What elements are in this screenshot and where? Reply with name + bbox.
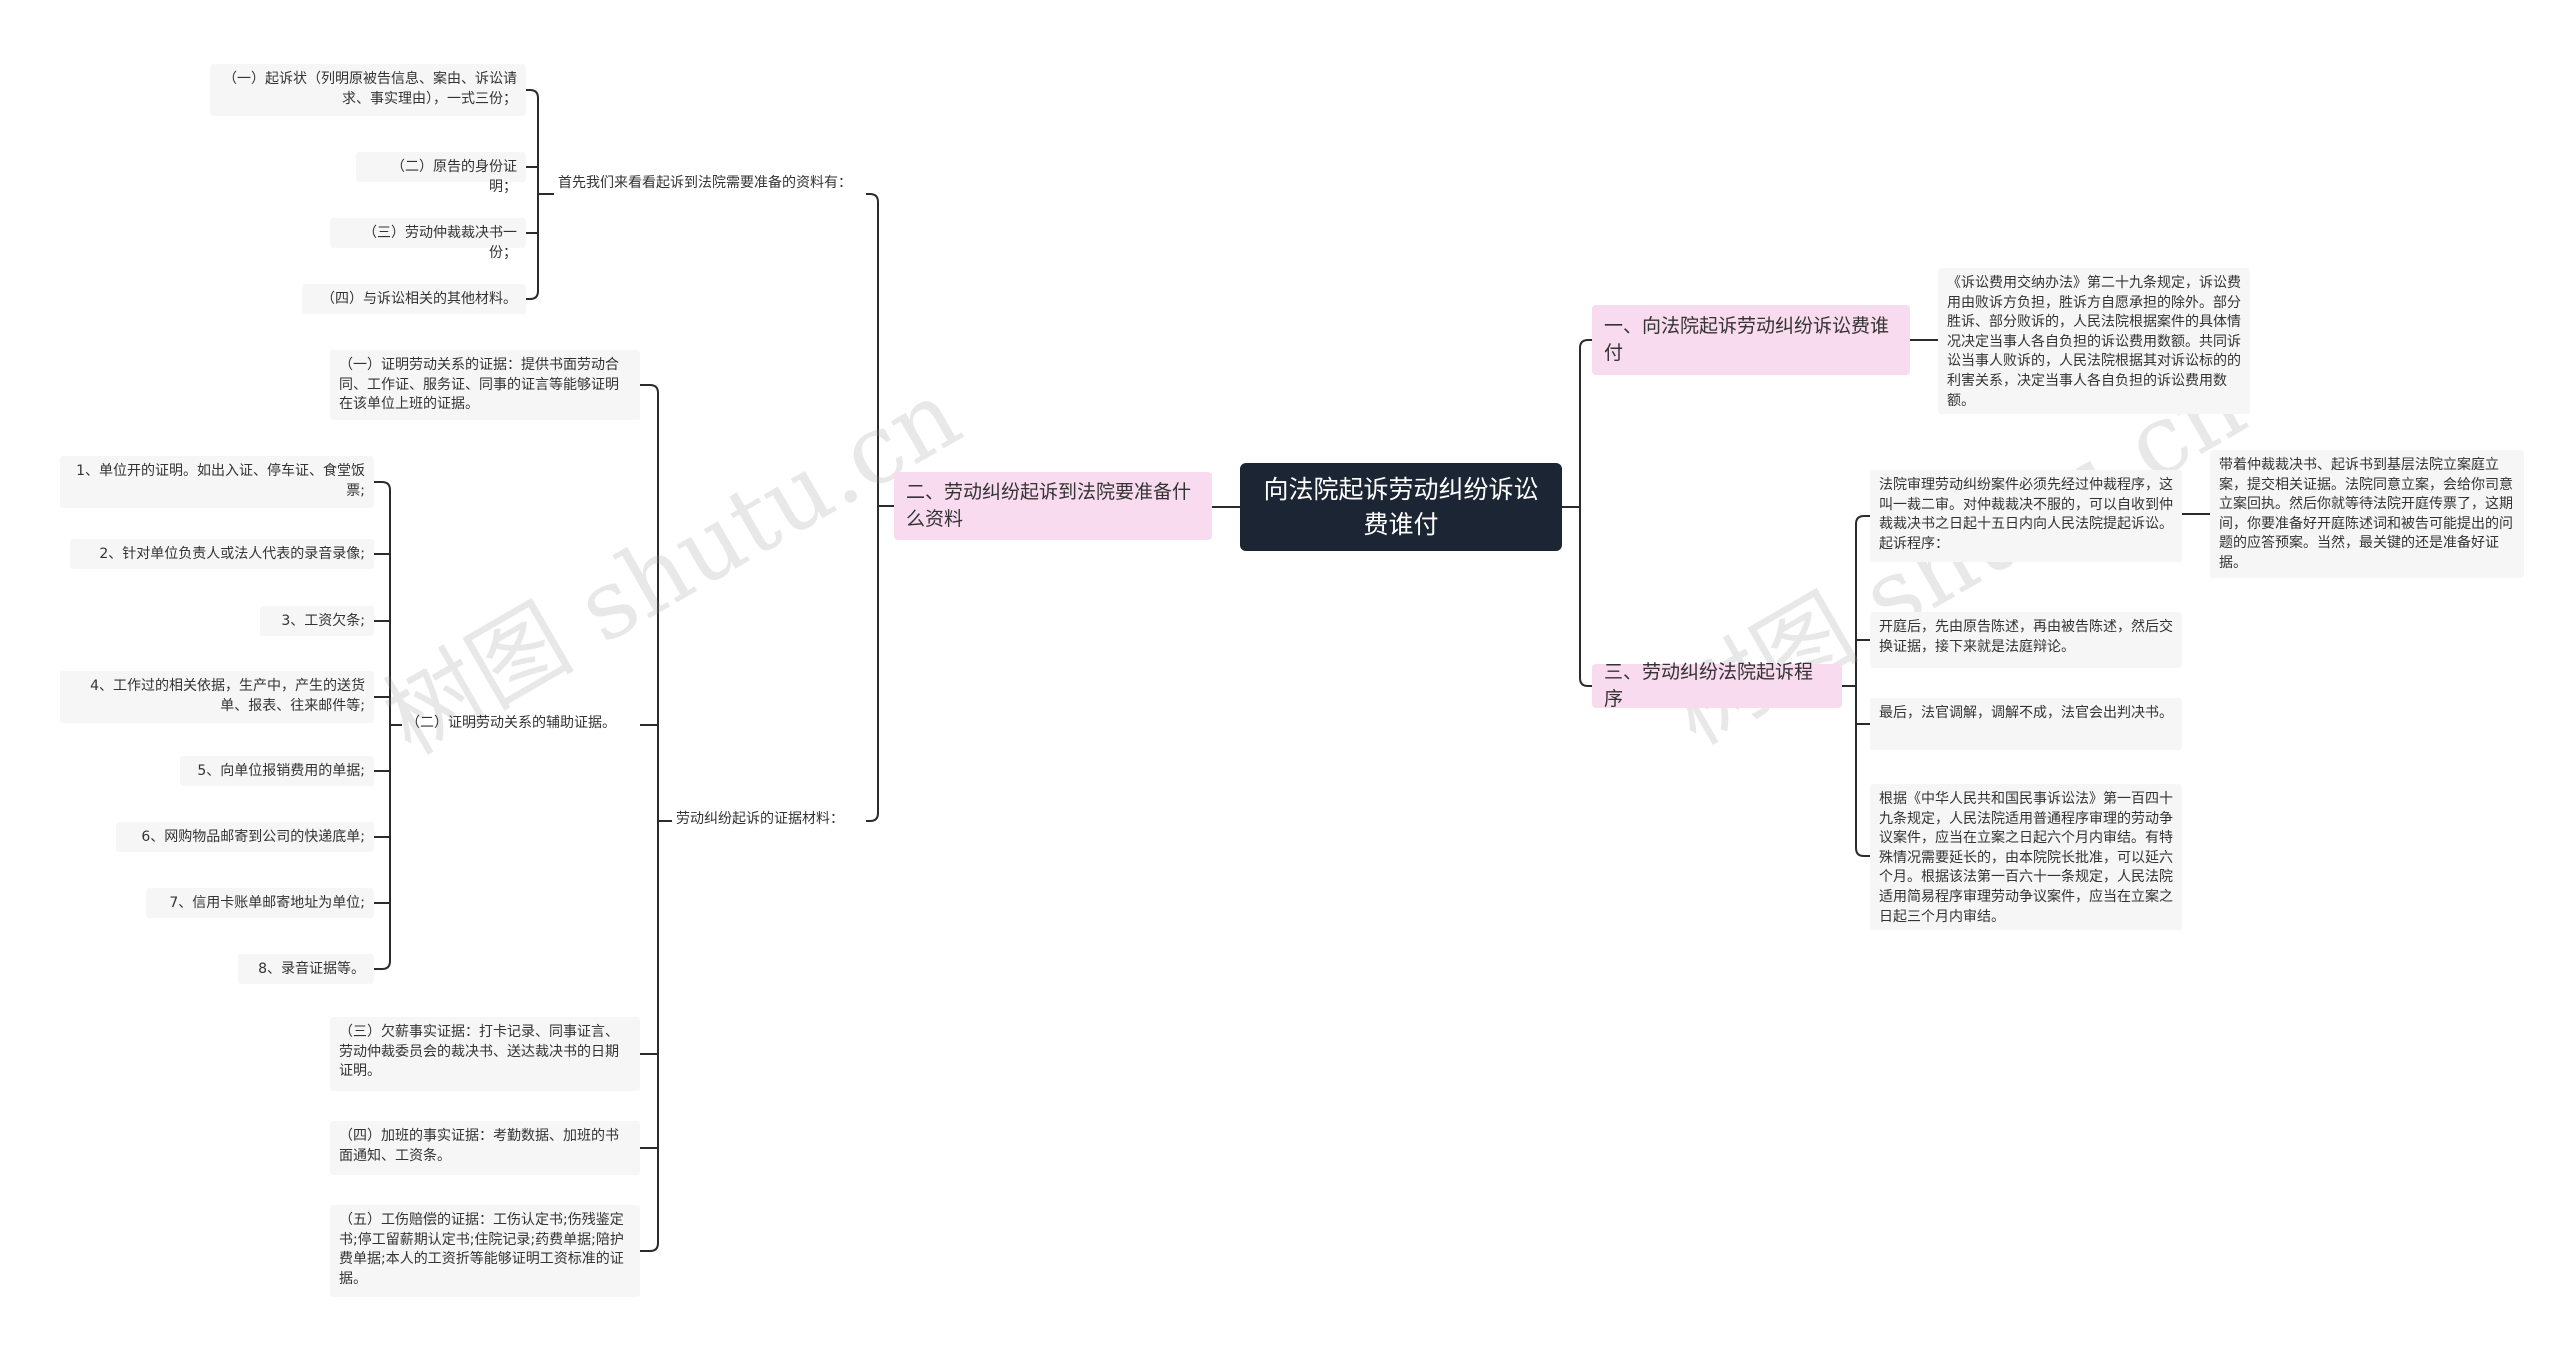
aux-evidence-6[interactable]: 6、网购物品邮寄到公司的快递底单;: [116, 822, 374, 852]
connector-branch: [374, 960, 391, 970]
procedure-step-1-detail[interactable]: 带着仲裁裁决书、起诉书到基层法院立案庭立案，提交相关证据。法院同意立案，会给你司…: [2210, 450, 2524, 578]
connector-branch: [866, 812, 879, 822]
branch-fee[interactable]: 一、向法院起诉劳动纠纷诉讼费谁付: [1592, 305, 1910, 375]
connector-branch: [1579, 677, 1592, 687]
aux-evidence-5[interactable]: 5、向单位报销费用的单据;: [180, 756, 374, 786]
fee-rule[interactable]: 《诉讼费用交纳办法》第二十九条规定，诉讼费用由败诉方负担，胜诉方自愿承担的除外。…: [1938, 268, 2250, 414]
root-topic[interactable]: 向法院起诉劳动纠纷诉讼费谁付: [1240, 463, 1562, 551]
evidence-5[interactable]: （五）工伤赔偿的证据：工伤认定书;伤残鉴定书;停工留薪期认定书;住院记录;药费单…: [330, 1205, 640, 1297]
connector-branch: [640, 384, 659, 394]
aux-evidence-8[interactable]: 8、录音证据等。: [238, 954, 374, 984]
material-item-2[interactable]: （二）原告的身份证明；: [356, 152, 526, 195]
connector-branch: [1855, 515, 1870, 525]
branch-materials[interactable]: 二、劳动纠纷起诉到法院要准备什么资料: [894, 472, 1212, 540]
evidence-3[interactable]: （三）欠薪事实证据：打卡记录、同事证言、劳动仲裁委员会的裁决书、送达裁决书的日期…: [330, 1017, 640, 1091]
procedure-step-2[interactable]: 开庭后，先由原告陈述，再由被告陈述，然后交换证据，接下来就是法庭辩论。: [1870, 612, 2182, 668]
materials-first-label[interactable]: 首先我们来看看起诉到法院需要准备的资料有：: [558, 175, 852, 191]
connector-branch: [526, 290, 539, 300]
connector-branch: [866, 193, 879, 203]
procedure-step-3[interactable]: 最后，法官调解，调解不成，法官会出判决书。: [1870, 698, 2182, 750]
procedure-step-1[interactable]: 法院审理劳动纠纷案件必须先经过仲裁程序，这叫一裁二审。对仲裁裁决不服的，可以自收…: [1870, 470, 2182, 562]
aux-evidence-4[interactable]: 4、工作过的相关依据，生产中，产生的送货单、报表、往来邮件等;: [60, 671, 374, 723]
connector-branch: [640, 1242, 659, 1252]
connector-branch: [1579, 339, 1592, 349]
evidence-1[interactable]: （一）证明劳动关系的证据：提供书面劳动合同、工作证、服务证、同事的证言等能够证明…: [330, 350, 640, 420]
evidence-label[interactable]: 劳动纠纷起诉的证据材料：: [676, 811, 844, 827]
procedure-legal-basis[interactable]: 根据《中华人民共和国民事诉讼法》第一百四十九条规定，人民法院适用普通程序审理的劳…: [1870, 784, 2182, 930]
aux-evidence-1[interactable]: 1、单位开的证明。如出入证、停车证、食堂饭票;: [60, 456, 374, 508]
aux-evidence-2[interactable]: 2、针对单位负责人或法人代表的录音录像;: [70, 539, 374, 569]
evidence-4[interactable]: （四）加班的事实证据：考勤数据、加班的书面通知、工资条。: [330, 1121, 640, 1175]
connector-branch: [526, 89, 539, 99]
aux-evidence-7[interactable]: 7、信用卡账单邮寄地址为单位;: [146, 888, 374, 918]
material-item-4[interactable]: （四）与诉讼相关的其他材料。: [302, 284, 526, 314]
branch-procedure[interactable]: 三、劳动纠纷法院起诉程序: [1592, 661, 1842, 710]
connector-branch: [374, 481, 391, 491]
evidence-2-label[interactable]: （二）证明劳动关系的辅助证据。: [406, 715, 616, 731]
material-item-3[interactable]: （三）劳动仲裁裁决书一份；: [330, 218, 526, 261]
material-item-1[interactable]: （一）起诉状（列明原被告信息、案由、诉讼请求、事实理由），一式三份；: [210, 64, 526, 116]
aux-evidence-3[interactable]: 3、工资欠条;: [260, 606, 374, 636]
connector-branch: [1855, 847, 1870, 857]
